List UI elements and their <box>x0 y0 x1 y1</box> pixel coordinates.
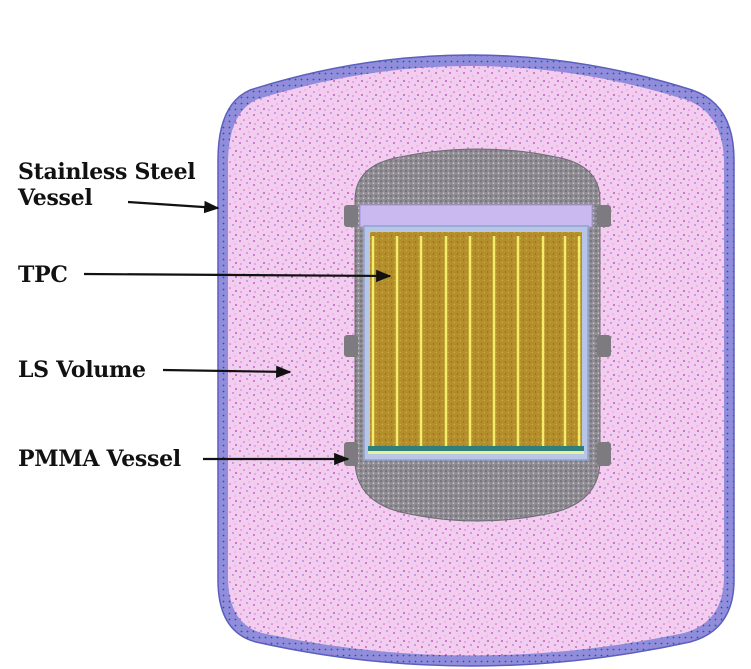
tpc-cathode <box>368 446 584 451</box>
arrow-stainless-steel-vessel <box>127 200 220 214</box>
arrow-ls-volume <box>162 365 292 378</box>
tpc-label: TPC <box>18 262 68 288</box>
stainless-steel-vessel-label: Stainless Steel Vessel <box>18 159 196 211</box>
ls-volume-label: LS Volume <box>18 357 146 383</box>
pmma-vessel-label: PMMA Vessel <box>18 446 181 472</box>
tpc-field-rings <box>371 236 581 451</box>
stainless-steel-vessel-label-line2: Vessel <box>18 185 93 211</box>
stainless-steel-vessel-label-line1: Stainless Steel <box>18 159 196 185</box>
arrow-tpc <box>83 269 392 283</box>
tpc-top-plate <box>359 204 593 228</box>
tpc <box>370 232 582 454</box>
